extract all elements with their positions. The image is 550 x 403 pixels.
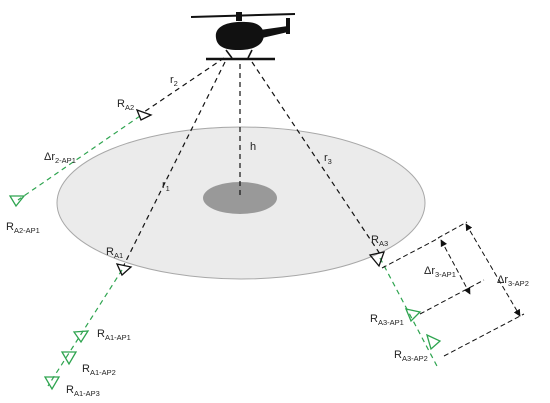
- label-ra1: RA1: [106, 246, 123, 260]
- label-ra1-ap2: RA1-AP2: [82, 363, 116, 377]
- virtual-receiver-a2-ap1-icon: [8, 195, 26, 208]
- dimension-extension-a3-ap2: [443, 313, 525, 357]
- label-r3: r3: [324, 152, 332, 166]
- label-dr3-ap2: Δr3-AP2: [497, 274, 529, 288]
- virtual-receiver-a1-ap3-icon: [43, 376, 61, 391]
- target-area: [203, 182, 277, 214]
- virtual-receiver-a3-ap2-icon: [425, 333, 442, 351]
- label-ra2-ap1: RA2-AP1: [6, 221, 40, 235]
- label-ra2: RA2: [117, 98, 134, 112]
- extension-line-a1: [47, 269, 123, 387]
- dimension-extension-a3: [381, 237, 440, 269]
- dimension-extension-top: [437, 221, 468, 239]
- dimension-arrow-dr3-ap1: [440, 239, 471, 295]
- label-ra3-ap2: RA3-AP2: [394, 349, 428, 363]
- receiver-a1-icon: [115, 263, 133, 277]
- dimension-arrow-dr3-ap2: [465, 223, 521, 317]
- helicopter-icon: [190, 12, 296, 61]
- range-line-r2: [143, 57, 225, 113]
- label-h: h: [250, 141, 256, 153]
- receiver-a3-icon: [368, 251, 386, 268]
- label-ra1-ap1: RA1-AP1: [97, 328, 131, 342]
- label-dr3-ap1: Δr3-AP1: [424, 265, 456, 279]
- range-line-r3: [251, 61, 381, 255]
- label-ra3: RA3: [371, 234, 388, 248]
- virtual-receiver-a1-ap1-icon: [72, 330, 90, 344]
- label-dr2-ap1: Δr2-AP1: [44, 151, 76, 165]
- extension-line-a3: [379, 257, 439, 369]
- label-r2: r2: [170, 74, 178, 88]
- extension-line-a2: [17, 115, 141, 201]
- label-r1: r1: [162, 179, 170, 193]
- virtual-receiver-a1-ap2-icon: [60, 351, 78, 366]
- dimension-extension-a3-ap1: [419, 279, 485, 315]
- receiver-a2-icon: [135, 108, 153, 121]
- label-ra3-ap1: RA3-AP1: [370, 313, 404, 327]
- virtual-receiver-a3-ap1-icon: [404, 308, 422, 323]
- label-ra1-ap3: RA1-AP3: [66, 384, 100, 398]
- range-line-r1: [123, 61, 226, 266]
